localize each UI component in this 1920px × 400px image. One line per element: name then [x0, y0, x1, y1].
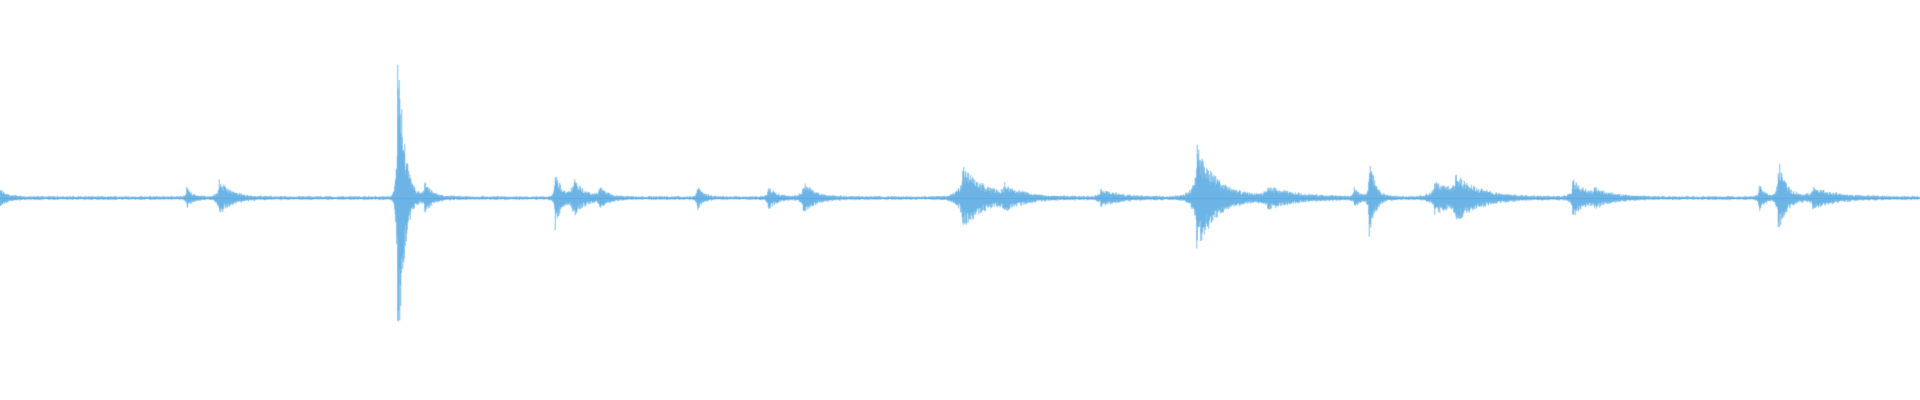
- audio-waveform[interactable]: [0, 0, 1920, 400]
